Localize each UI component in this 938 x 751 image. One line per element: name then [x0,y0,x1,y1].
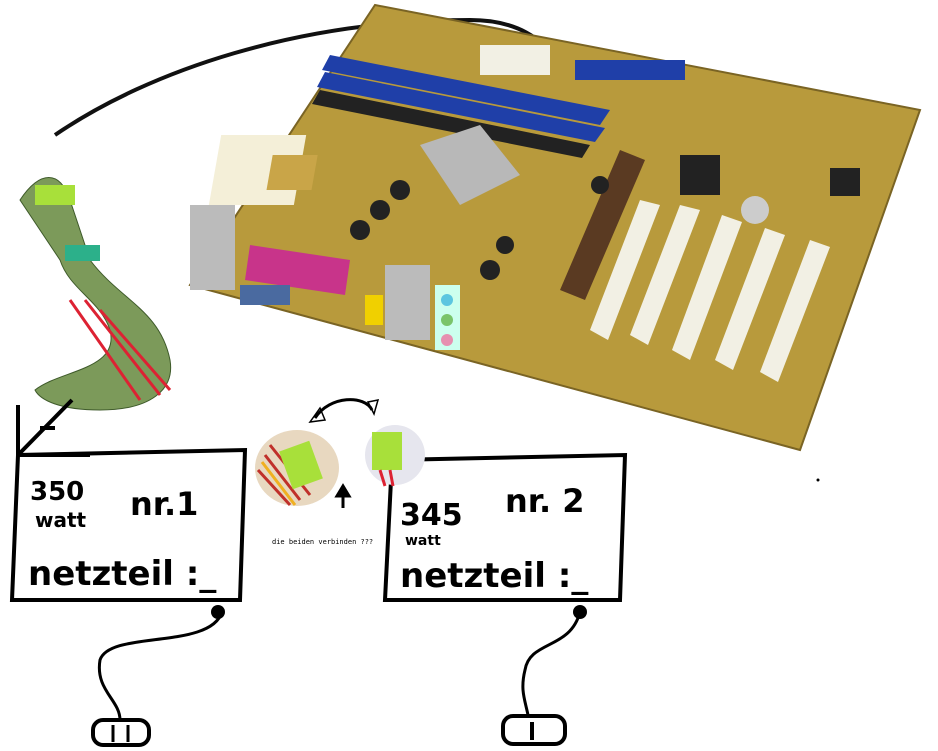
plug-2-icon [501,714,567,746]
psu-2-watt-number: 345 [400,498,463,533]
connector-photo-right [365,425,425,487]
psu-1-drawing [9,398,248,747]
connector-photo-left [255,430,339,507]
psu-2-box [382,452,628,602]
psu-1-number: nr.1 [130,485,198,523]
psu-cable-bundle-photo [19,177,172,411]
psu-2-drawing [382,452,628,746]
io-panel [190,205,460,350]
psu-1-watt-number: 350 [30,477,84,507]
psu-2-name: netzteil :_ [400,556,588,596]
heatsink [420,125,520,205]
chipset [680,155,720,195]
psu-1-name: netzteil :_ [28,554,216,594]
psu-1-watt-unit: watt [35,508,87,532]
psu-1-box [9,447,248,602]
motherboard-photo [188,3,922,452]
power-cord-1 [97,611,224,721]
question-note: die beiden verbinden ??? [272,538,374,546]
agp-slot [560,150,645,300]
cmos-battery [741,196,769,224]
psu-2-number: nr. 2 [505,482,585,520]
up-arrow-icon [334,483,352,508]
psu-2-watt-unit: watt [405,533,441,549]
pci-slots [590,200,830,382]
power-cord-2 [521,611,582,716]
swap-arrow-icon [313,398,374,419]
parallel-port [245,245,350,295]
plug-1-icon [91,718,151,747]
ram-slots [312,55,610,158]
